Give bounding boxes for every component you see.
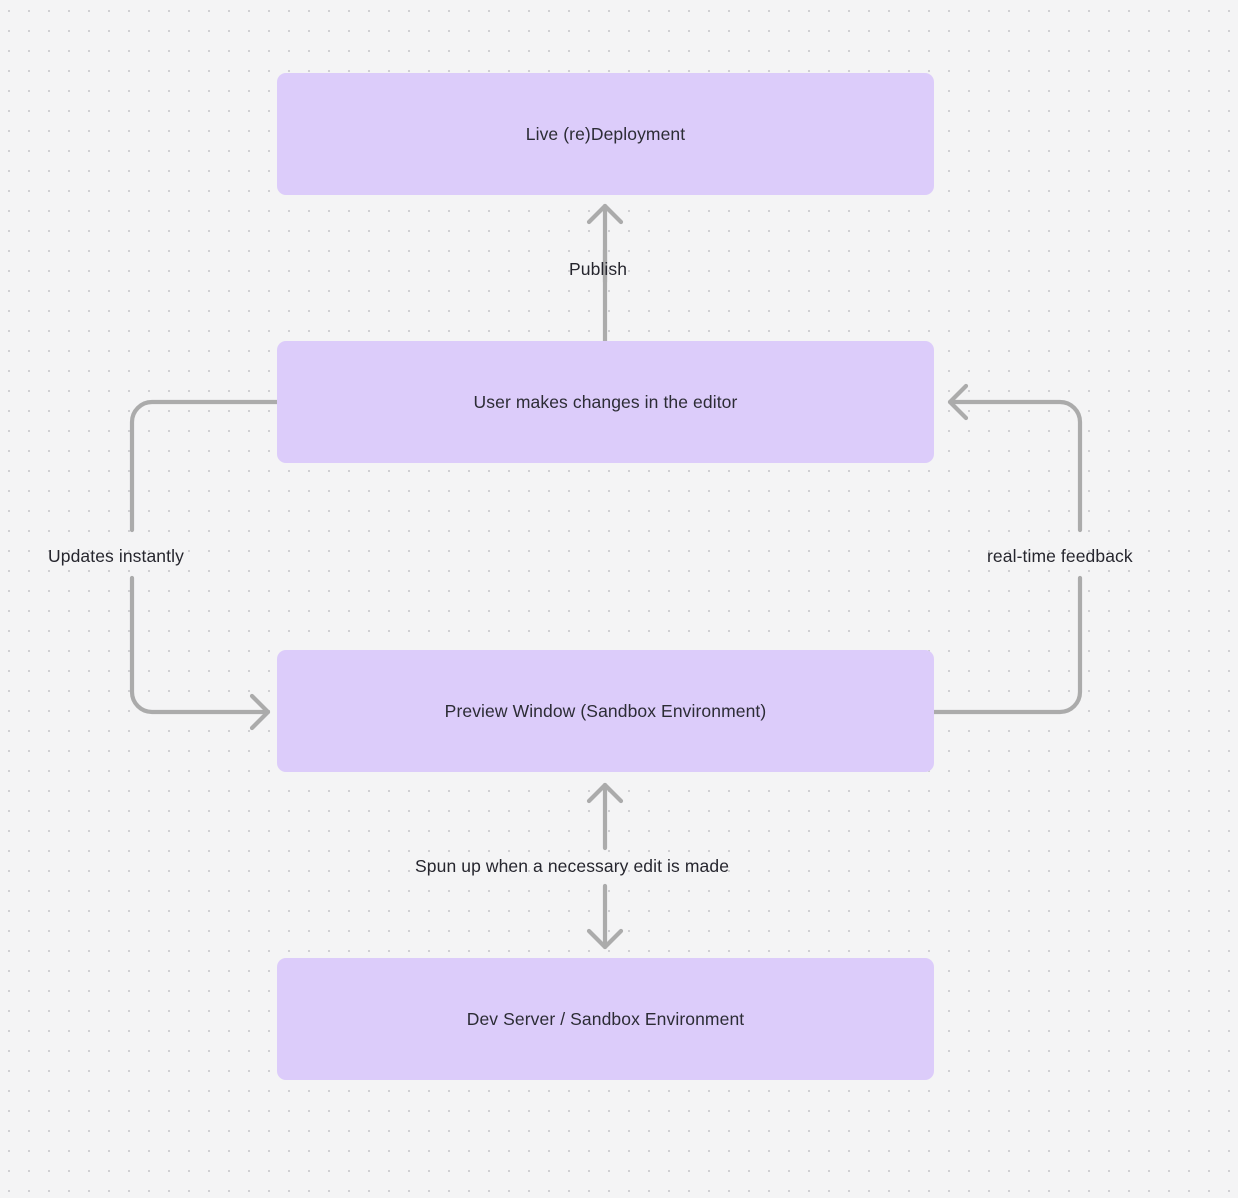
- node-dev-server[interactable]: Dev Server / Sandbox Environment: [277, 958, 934, 1080]
- node-live-redeployment[interactable]: Live (re)Deployment: [277, 73, 934, 195]
- node-preview-window[interactable]: Preview Window (Sandbox Environment): [277, 650, 934, 772]
- edge-label-publish: Publish: [569, 259, 628, 279]
- node-label: Preview Window (Sandbox Environment): [444, 700, 767, 721]
- edge-label-updates-instantly: Updates instantly: [48, 546, 184, 566]
- node-label: Dev Server / Sandbox Environment: [466, 1008, 745, 1029]
- node-user-makes-changes[interactable]: User makes changes in the editor: [277, 341, 934, 463]
- edge-label-spun-up: Spun up when a necessary edit is made: [415, 856, 730, 876]
- node-label: Live (re)Deployment: [525, 123, 686, 144]
- edge-label-real-time-feedback: real-time feedback: [987, 546, 1133, 566]
- node-label: User makes changes in the editor: [473, 391, 738, 412]
